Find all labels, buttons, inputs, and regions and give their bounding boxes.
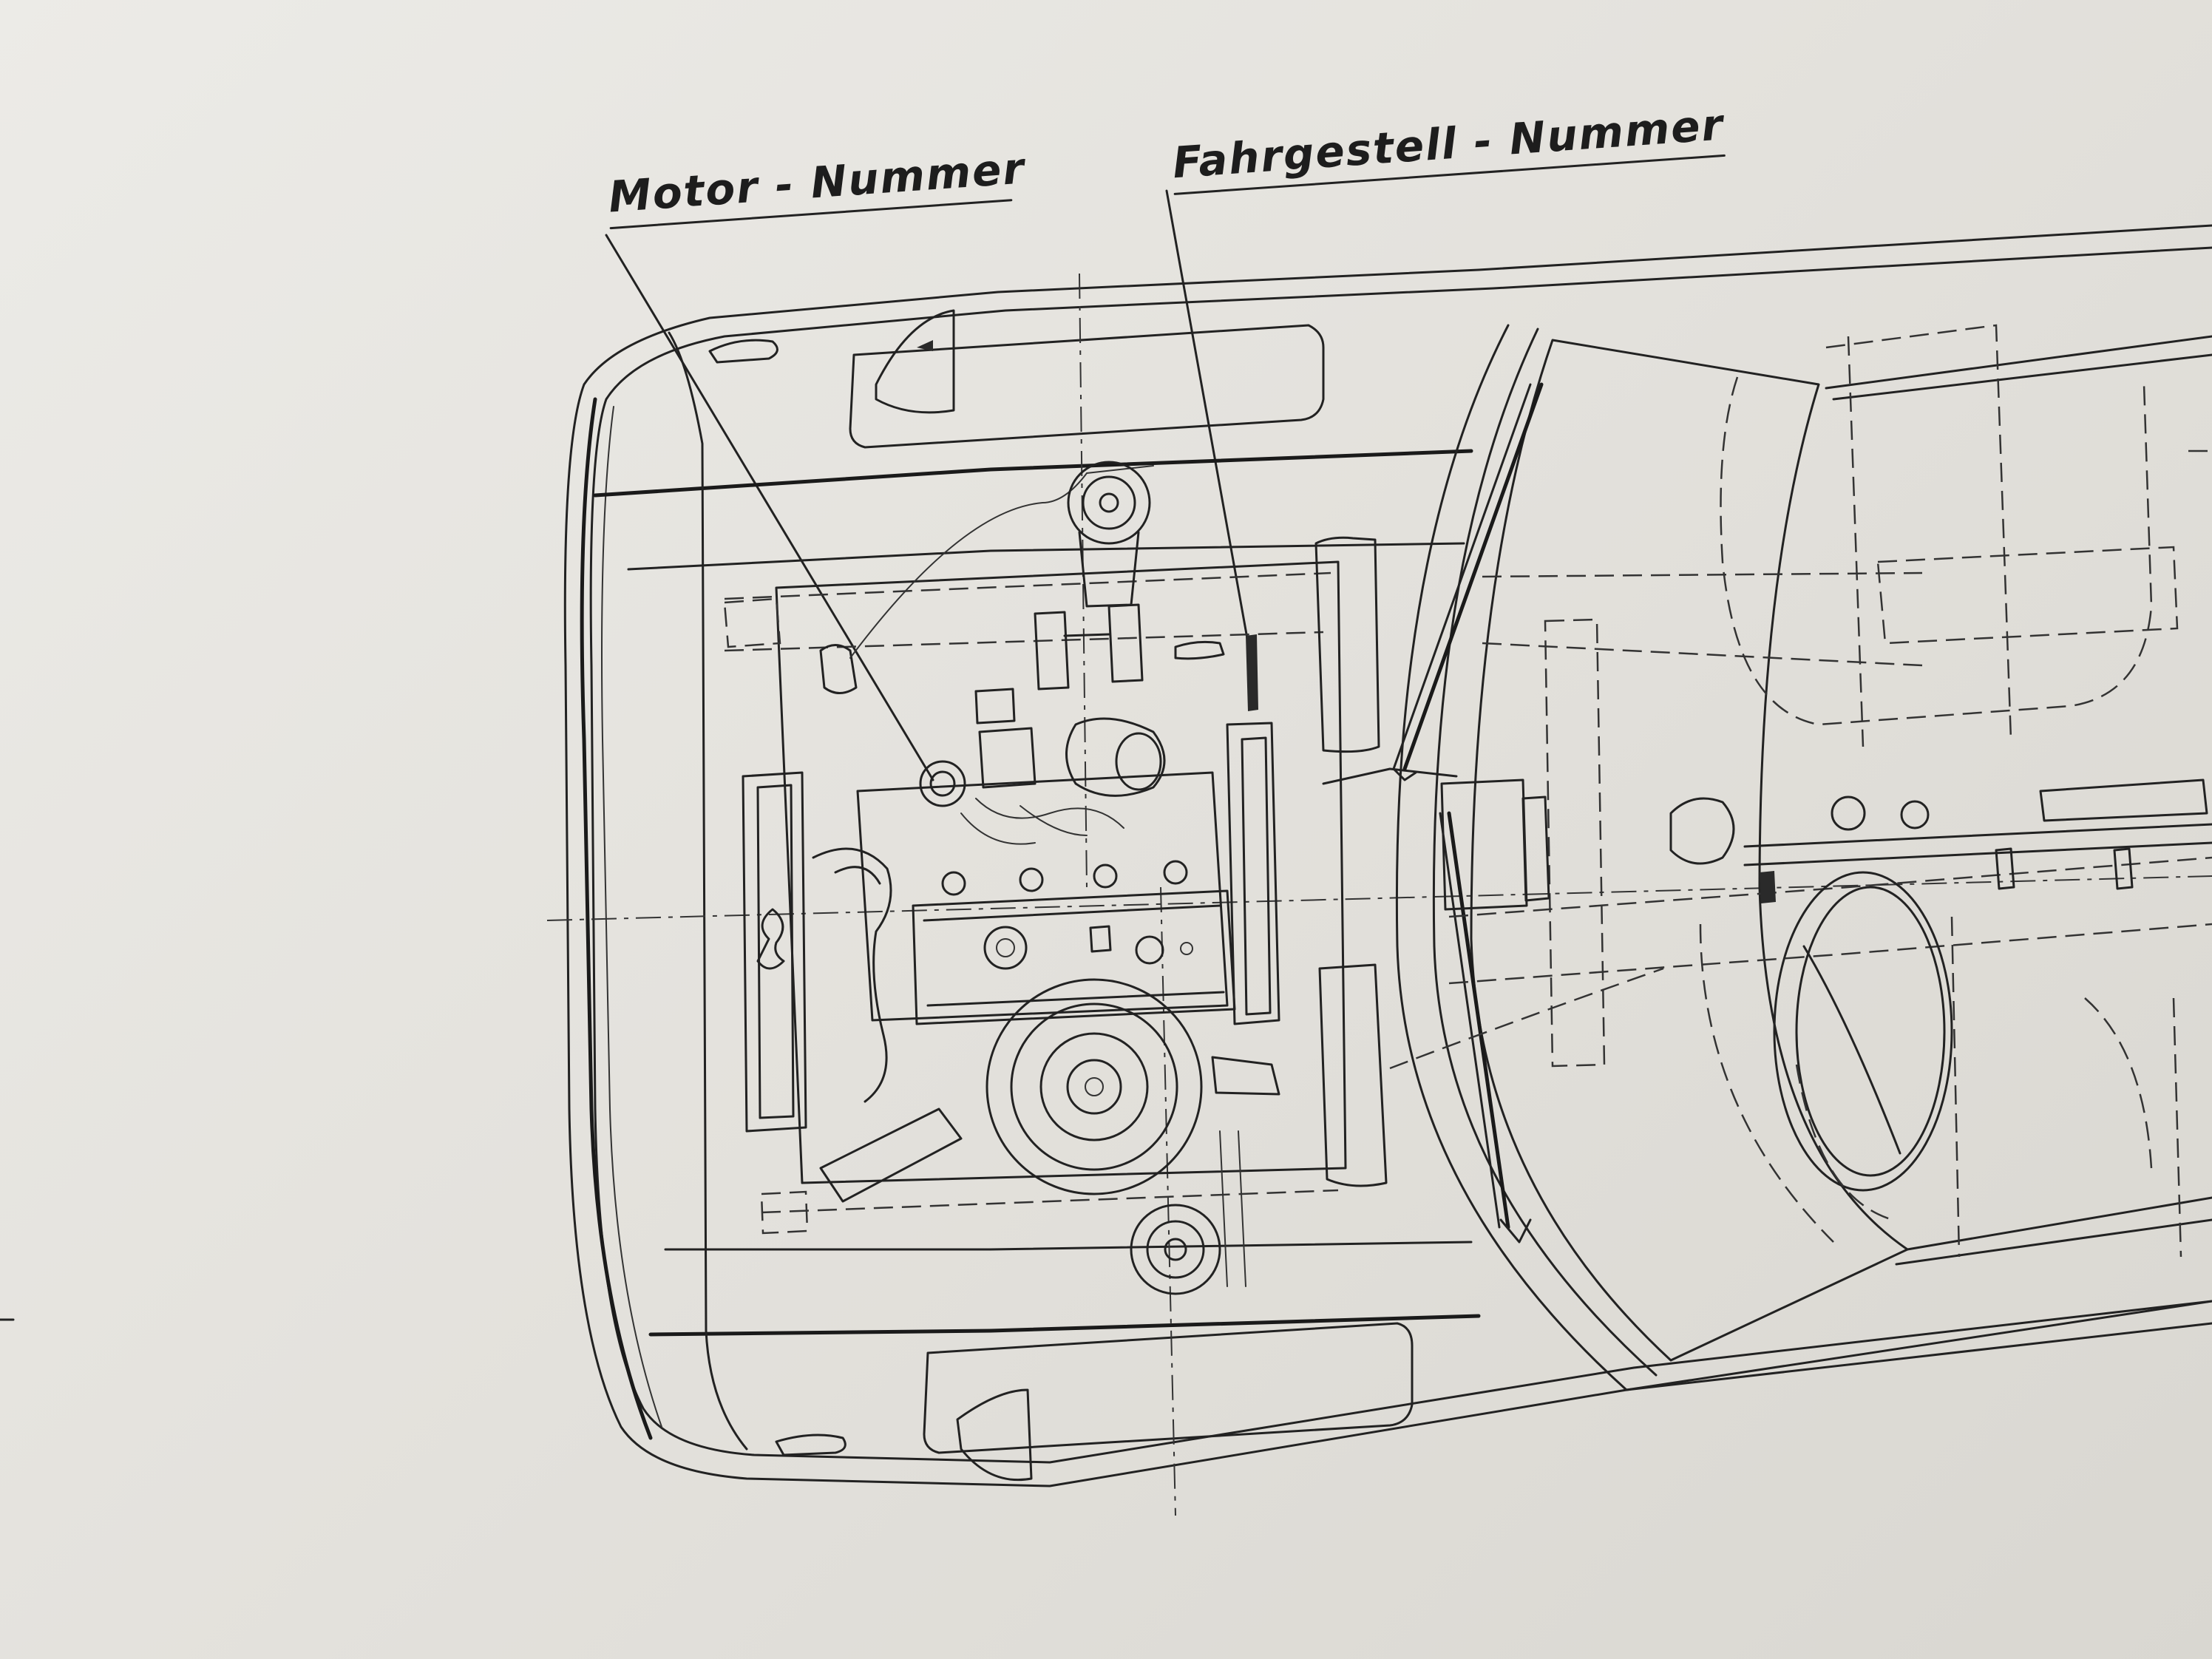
bulkhead-area	[1314, 536, 1458, 1187]
label-group-motor-nummer: Motor - Nummer	[607, 143, 1028, 230]
centre-line-front-axle-right	[1160, 886, 1176, 1516]
fahrgestell-nummer-leader-line	[1165, 189, 1251, 652]
front-left-fender	[849, 309, 1325, 449]
engine-number-marker	[819, 644, 858, 694]
motor-nummer-leader-line	[605, 234, 934, 781]
engine-bay	[723, 461, 1347, 1295]
label-group-fahrgestell-nummer: Fahrgestell - Nummer	[1171, 99, 1726, 195]
motor-nummer-underline	[609, 199, 1013, 230]
vin-plate-marker	[1246, 634, 1258, 711]
door-handle-right	[775, 1434, 847, 1456]
motor-nummer-label: Motor - Nummer	[607, 143, 1028, 222]
car-body-outline	[563, 224, 2212, 1487]
windshield-and-roof	[1392, 324, 2212, 1391]
centre-line-horizontal	[546, 875, 2212, 921]
centre-line-front-axle-left	[1079, 273, 1088, 888]
interior-dashed	[1389, 324, 2212, 1258]
fahrgestell-nummer-underline	[1173, 154, 1726, 195]
front-right-fender	[923, 1322, 1414, 1482]
door-handle-left	[708, 339, 778, 364]
